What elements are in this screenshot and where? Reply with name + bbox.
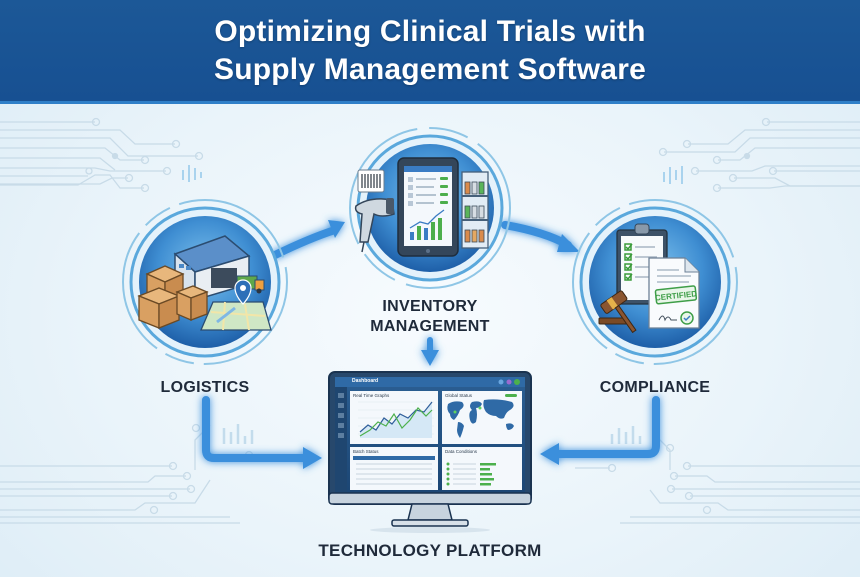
compliance-label: COMPLIANCE bbox=[599, 379, 711, 396]
svg-text:CERTIFIED: CERTIFIED bbox=[655, 289, 698, 302]
logistics-node bbox=[122, 199, 288, 365]
dashboard-title: Dashboard bbox=[352, 378, 379, 384]
map-icon bbox=[200, 279, 272, 331]
arrow-head-2 bbox=[557, 234, 580, 252]
barcode-scanner-icon bbox=[354, 198, 395, 253]
panel-graph-title: Real Time Graphs bbox=[353, 393, 390, 398]
circuit-lines-bottom-left bbox=[0, 423, 254, 524]
arrow-head-1 bbox=[328, 220, 345, 238]
arrow-inventory-to-compliance bbox=[501, 221, 572, 249]
technology-platform-label: TECHNOLOGY PLATFORM bbox=[318, 541, 542, 560]
inventory-label: INVENTORY MANAGEMENT bbox=[350, 297, 510, 337]
signal-bars-right bbox=[663, 166, 683, 184]
circuit-lines-bottom-right bbox=[575, 434, 860, 524]
logistics-label: LOGISTICS bbox=[160, 379, 250, 396]
arrow-compliance-to-platform bbox=[552, 396, 660, 458]
compliance-node: CERTIFIED bbox=[572, 199, 738, 365]
inventory-label-line-2: MANAGEMENT bbox=[370, 318, 490, 335]
arrow-head-3 bbox=[421, 350, 439, 366]
data-conditions-icon bbox=[446, 462, 496, 486]
certificate-icon: CERTIFIED bbox=[648, 257, 700, 329]
circuit-lines-top-left bbox=[0, 117, 204, 193]
gavel-icon bbox=[598, 290, 637, 334]
title-banner: Optimizing Clinical Trials with Supply M… bbox=[0, 0, 860, 104]
barcode-icon bbox=[357, 169, 385, 193]
line-chart-icon bbox=[358, 401, 434, 438]
panel-conditions-title: Data Conditions bbox=[445, 449, 478, 454]
monitor-node bbox=[328, 371, 532, 533]
signal-bars-left bbox=[182, 165, 202, 182]
title-line-1: Optimizing Clinical Trials with bbox=[214, 14, 646, 48]
arrow-head-5 bbox=[540, 443, 559, 465]
inventory-node bbox=[349, 127, 511, 289]
certified-stamp: CERTIFIED bbox=[655, 285, 698, 305]
panel-table-title: Batch Status bbox=[353, 449, 379, 454]
signal-bars-bottom-left bbox=[222, 424, 254, 444]
inventory-label-line-1: INVENTORY bbox=[382, 298, 478, 315]
batch-table-icon bbox=[353, 456, 435, 485]
signal-bars-bottom-right bbox=[610, 426, 642, 444]
medicine-shelf-icon bbox=[461, 171, 489, 249]
panel-map-title: Global Status bbox=[445, 393, 473, 398]
arrow-logistics-to-platform bbox=[202, 396, 310, 462]
tablet-icon bbox=[397, 157, 459, 257]
boxes-icon bbox=[137, 265, 209, 329]
arrow-logistics-to-inventory bbox=[271, 226, 339, 259]
arrow-head-4 bbox=[303, 447, 322, 469]
circuit-lines-top-right bbox=[658, 117, 860, 193]
world-map-icon bbox=[447, 394, 517, 438]
title-line-2: Supply Management Software bbox=[214, 52, 646, 86]
